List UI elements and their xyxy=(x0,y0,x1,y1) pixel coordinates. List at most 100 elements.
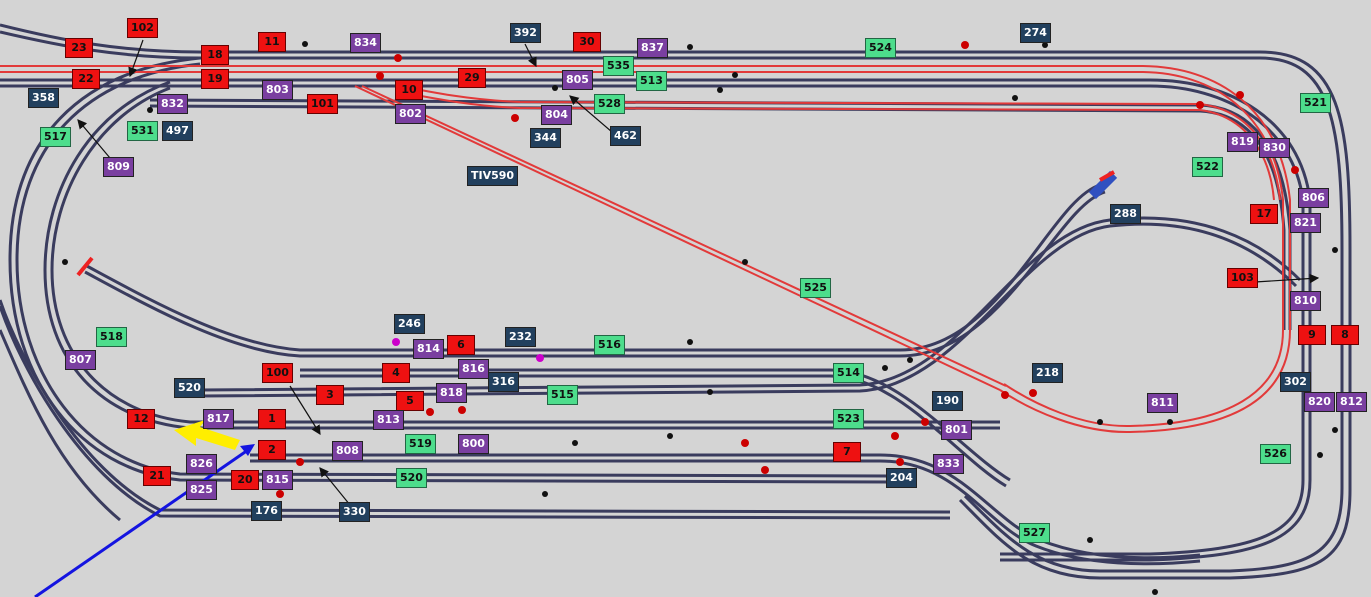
block-label-green[interactable]: 514 xyxy=(833,363,864,383)
block-label-navy[interactable]: 246 xyxy=(394,314,425,334)
block-label-red[interactable]: 23 xyxy=(65,38,93,58)
block-label-green[interactable]: 518 xyxy=(96,327,127,347)
yellow-arrow-icon xyxy=(174,420,240,450)
block-label-red[interactable]: 6 xyxy=(447,335,475,355)
block-label-navy[interactable]: 288 xyxy=(1110,204,1141,224)
block-label-purple[interactable]: 803 xyxy=(262,80,293,100)
block-label-red[interactable]: 17 xyxy=(1250,204,1278,224)
block-label-red[interactable]: 103 xyxy=(1227,268,1258,288)
block-label-navy[interactable]: 330 xyxy=(339,502,370,522)
block-label-red[interactable]: 102 xyxy=(127,18,158,38)
block-label-purple[interactable]: 805 xyxy=(562,70,593,90)
block-label-purple[interactable]: 826 xyxy=(186,454,217,474)
switch-marker[interactable] xyxy=(1088,170,1118,200)
block-label-navy[interactable]: 316 xyxy=(488,372,519,392)
block-label-purple[interactable]: 802 xyxy=(395,104,426,124)
block-label-navy[interactable]: 392 xyxy=(510,23,541,43)
block-label-navy[interactable]: 204 xyxy=(886,468,917,488)
block-label-navy[interactable]: 344 xyxy=(530,128,561,148)
block-label-navy[interactable]: 232 xyxy=(505,327,536,347)
block-label-purple[interactable]: 820 xyxy=(1304,392,1335,412)
block-label-green[interactable]: 527 xyxy=(1019,523,1050,543)
block-label-purple[interactable]: 811 xyxy=(1147,393,1178,413)
block-label-green[interactable]: 525 xyxy=(800,278,831,298)
block-label-red[interactable]: 29 xyxy=(458,68,486,88)
block-label-red[interactable]: 9 xyxy=(1298,325,1326,345)
block-label-red[interactable]: 21 xyxy=(143,466,171,486)
block-label-purple[interactable]: 804 xyxy=(541,105,572,125)
block-label-purple[interactable]: 807 xyxy=(65,350,96,370)
block-label-purple[interactable]: 808 xyxy=(332,441,363,461)
block-label-green[interactable]: 526 xyxy=(1260,444,1291,464)
block-label-green[interactable]: 524 xyxy=(865,38,896,58)
block-label-green[interactable]: 515 xyxy=(547,385,578,405)
signal-icons[interactable] xyxy=(62,41,1338,595)
block-label-red[interactable]: 19 xyxy=(201,69,229,89)
block-label-purple[interactable]: 825 xyxy=(186,480,217,500)
block-label-red[interactable]: 30 xyxy=(573,32,601,52)
block-label-purple[interactable]: 816 xyxy=(458,359,489,379)
block-label-purple[interactable]: 830 xyxy=(1259,138,1290,158)
block-label-green[interactable]: 520 xyxy=(396,468,427,488)
blue-arrow-icon xyxy=(34,448,249,597)
block-label-red[interactable]: 101 xyxy=(307,94,338,114)
block-label-purple[interactable]: 801 xyxy=(941,420,972,440)
block-label-purple[interactable]: 810 xyxy=(1290,291,1321,311)
block-label-purple[interactable]: 837 xyxy=(637,38,668,58)
block-label-purple[interactable]: 819 xyxy=(1227,132,1258,152)
block-label-red[interactable]: 4 xyxy=(382,363,410,383)
block-label-navy[interactable]: 274 xyxy=(1020,23,1051,43)
block-label-purple[interactable]: 813 xyxy=(373,410,404,430)
block-label-purple[interactable]: 806 xyxy=(1298,188,1329,208)
block-label-green[interactable]: 522 xyxy=(1192,157,1223,177)
block-label-purple[interactable]: 814 xyxy=(413,339,444,359)
block-label-red[interactable]: 1 xyxy=(258,409,286,429)
block-label-red[interactable]: 10 xyxy=(395,80,423,100)
block-label-green[interactable]: 519 xyxy=(405,434,436,454)
block-label-navy[interactable]: 302 xyxy=(1280,372,1311,392)
pointer-arrows xyxy=(34,420,255,597)
block-label-navy[interactable]: 190 xyxy=(932,391,963,411)
block-label-red[interactable]: 3 xyxy=(316,385,344,405)
block-label-green[interactable]: 531 xyxy=(127,121,158,141)
block-label-navy[interactable]: 497 xyxy=(162,121,193,141)
block-label-green[interactable]: 528 xyxy=(594,94,625,114)
block-label-purple[interactable]: 815 xyxy=(262,470,293,490)
block-label-purple[interactable]: 800 xyxy=(458,434,489,454)
block-label-purple[interactable]: 821 xyxy=(1290,213,1321,233)
block-label-navy[interactable]: 176 xyxy=(251,501,282,521)
block-label-red[interactable]: 20 xyxy=(231,470,259,490)
block-label-green[interactable]: 535 xyxy=(603,56,634,76)
block-label-red[interactable]: 100 xyxy=(262,363,293,383)
block-label-red[interactable]: 2 xyxy=(258,440,286,460)
block-label-navy[interactable]: TIV590 xyxy=(467,166,519,186)
buffer-stop-icon xyxy=(1099,170,1115,182)
block-label-red[interactable]: 7 xyxy=(833,442,861,462)
block-label-red[interactable]: 8 xyxy=(1331,325,1359,345)
block-label-navy[interactable]: 218 xyxy=(1032,363,1063,383)
block-label-purple[interactable]: 834 xyxy=(350,33,381,53)
block-label-red[interactable]: 12 xyxy=(127,409,155,429)
block-label-red[interactable]: 22 xyxy=(72,69,100,89)
block-label-green[interactable]: 521 xyxy=(1300,93,1331,113)
block-label-green[interactable]: 513 xyxy=(636,71,667,91)
block-label-purple[interactable]: 818 xyxy=(436,383,467,403)
block-label-purple[interactable]: 817 xyxy=(203,409,234,429)
block-label-red[interactable]: 18 xyxy=(201,45,229,65)
block-label-green[interactable]: 516 xyxy=(594,335,625,355)
block-label-red[interactable]: 5 xyxy=(396,391,424,411)
callout-arrows xyxy=(77,39,1320,506)
block-label-purple[interactable]: 833 xyxy=(933,454,964,474)
block-label-green[interactable]: 523 xyxy=(833,409,864,429)
block-label-navy[interactable]: 520 xyxy=(174,378,205,398)
block-label-purple[interactable]: 812 xyxy=(1336,392,1367,412)
block-label-purple[interactable]: 832 xyxy=(157,94,188,114)
buffer-stop-icon xyxy=(76,256,94,277)
block-label-red[interactable]: 11 xyxy=(258,32,286,52)
block-label-navy[interactable]: 462 xyxy=(610,126,641,146)
block-label-purple[interactable]: 809 xyxy=(103,157,134,177)
block-label-navy[interactable]: 358 xyxy=(28,88,59,108)
block-label-green[interactable]: 517 xyxy=(40,127,71,147)
